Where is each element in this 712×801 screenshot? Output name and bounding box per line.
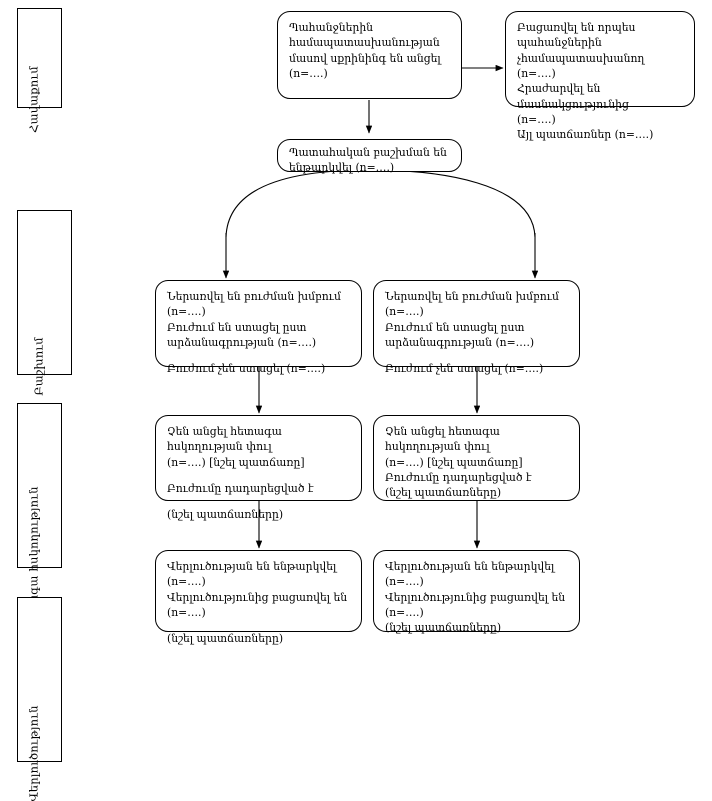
box-allocation-left: Ներառվել են բուժման խմբում (n=….) Բուժու… xyxy=(155,280,362,375)
box-allocation-right-line-2: Բուժում են ստացել ըստ xyxy=(385,320,525,334)
box-screened-line-4: (n=….) xyxy=(289,66,328,80)
box-analysis-right-line-1: Վերլուծության են ենթարկվել (n=….) xyxy=(385,560,555,589)
box-allocation-right-line-1: Ներառվել են բուժման խմբում (n=….) xyxy=(385,290,559,319)
box-analysis-right-line-3: (նշել պատճառները) xyxy=(385,621,502,635)
box-followup-right: Չեն անցել հետագա հսկողության փուլ (n=….)… xyxy=(373,415,580,501)
box-excluded-line-1: Բացառվել են որպես xyxy=(517,21,636,34)
box-followup-right-line-4: (նշել պատճառները) xyxy=(385,486,502,500)
box-screened-line-2: համապատասխանության xyxy=(289,36,440,50)
stage-label-allocation: Բաշխում xyxy=(31,336,45,396)
box-followup-left-line-3: Բուժումը դադարեցված է xyxy=(167,481,314,495)
box-analysis-left-line-2: Վերլուծությունից բացառվել են (n=….) xyxy=(167,590,348,619)
box-analysis-right-line-2: Վերլուծությունից բացառվել են (n=….) xyxy=(385,590,566,619)
box-followup-left-line-1: Չեն անցել հետագա հսկողության փուլ xyxy=(167,425,282,454)
stage-box-analysis: Վերլուծություն xyxy=(17,597,62,801)
box-screened-line-3: մասով սքրինինգ են անցել xyxy=(289,51,441,65)
box-analysis-left: Վերլուծության են ենթարկվել (n=….) Վերլու… xyxy=(155,550,362,645)
box-followup-right-line-2: (n=….) [նշել պատճառը] xyxy=(385,455,523,469)
box-followup-left: Չեն անցել հետագա հսկողության փուլ (n=….)… xyxy=(155,415,362,521)
stage-label-enrolment: Հավաքում xyxy=(26,65,40,133)
diagram-canvas: Հավաքում Բաշխում Հետագա հսկողություն Վեր… xyxy=(17,8,695,801)
box-analysis-right: Վերլուծության են ենթարկվել (n=….) Վերլու… xyxy=(373,550,580,635)
box-allocation-left-line-3: արձանագրության (n=….) xyxy=(167,335,317,349)
box-followup-left-line-2: (n=….) [նշել պատճառը] xyxy=(167,455,305,469)
box-randomised-line-1: Պատահական բաշխման են xyxy=(289,146,447,159)
box-analysis-left-line-3: (նշել պատճառները) xyxy=(167,632,284,646)
box-excluded-line-6: Այլ պատճառներ (n=….) xyxy=(517,128,654,142)
box-excluded-line-4: Հրաժարվել են մասնակցությունից xyxy=(517,82,629,111)
box-excluded-line-5: (n=….) xyxy=(517,112,556,126)
stage-box-followup: Հետագա հսկողություն xyxy=(17,403,62,632)
box-followup-left-line-4: (նշել պատճառները) xyxy=(167,508,284,522)
box-allocation-left-line-2: Բուժում են ստացել ըստ xyxy=(167,320,307,334)
stage-label-analysis: Վերլուծություն xyxy=(26,704,40,801)
box-randomised: Պատահական բաշխման են ենթարկվել (n=….) xyxy=(277,139,462,175)
box-followup-right-line-3: Բուժումը դադարեցված է xyxy=(385,470,532,484)
stage-box-enrolment: Հավաքում xyxy=(17,8,62,132)
box-allocation-right-line-3: արձանագրության (n=….) xyxy=(385,335,535,349)
stage-box-allocation: Բաշխում xyxy=(17,210,72,395)
box-screened: Պահանջներին համապատասխանության մասով սքր… xyxy=(277,11,462,99)
box-allocation-left-line-1: Ներառվել են բուժման խմբում (n=….) xyxy=(167,290,341,319)
box-allocation-right: Ներառվել են բուժման խմբում (n=….) Բուժու… xyxy=(373,280,580,375)
box-excluded-line-2: պահանջներին xyxy=(517,36,602,50)
box-excluded-line-3: չհամապատասխանող (n=….) xyxy=(517,51,645,80)
box-allocation-right-line-4: Բուժում չեն ստացել (n=….) xyxy=(385,362,544,376)
box-allocation-left-line-4: Բուժում չեն ստացել (n=….) xyxy=(167,362,326,376)
arc-randomised-split xyxy=(225,169,536,238)
box-randomised-line-2: ենթարկվել (n=….) xyxy=(289,161,395,175)
box-followup-right-line-1: Չեն անցել հետագա հսկողության փուլ xyxy=(385,425,500,454)
box-excluded: Բացառվել են որպես պահանջներին չհամապատաս… xyxy=(505,11,695,141)
box-analysis-left-line-1: Վերլուծության են ենթարկվել (n=….) xyxy=(167,560,337,589)
box-screened-line-1: Պահանջներին xyxy=(289,21,374,34)
